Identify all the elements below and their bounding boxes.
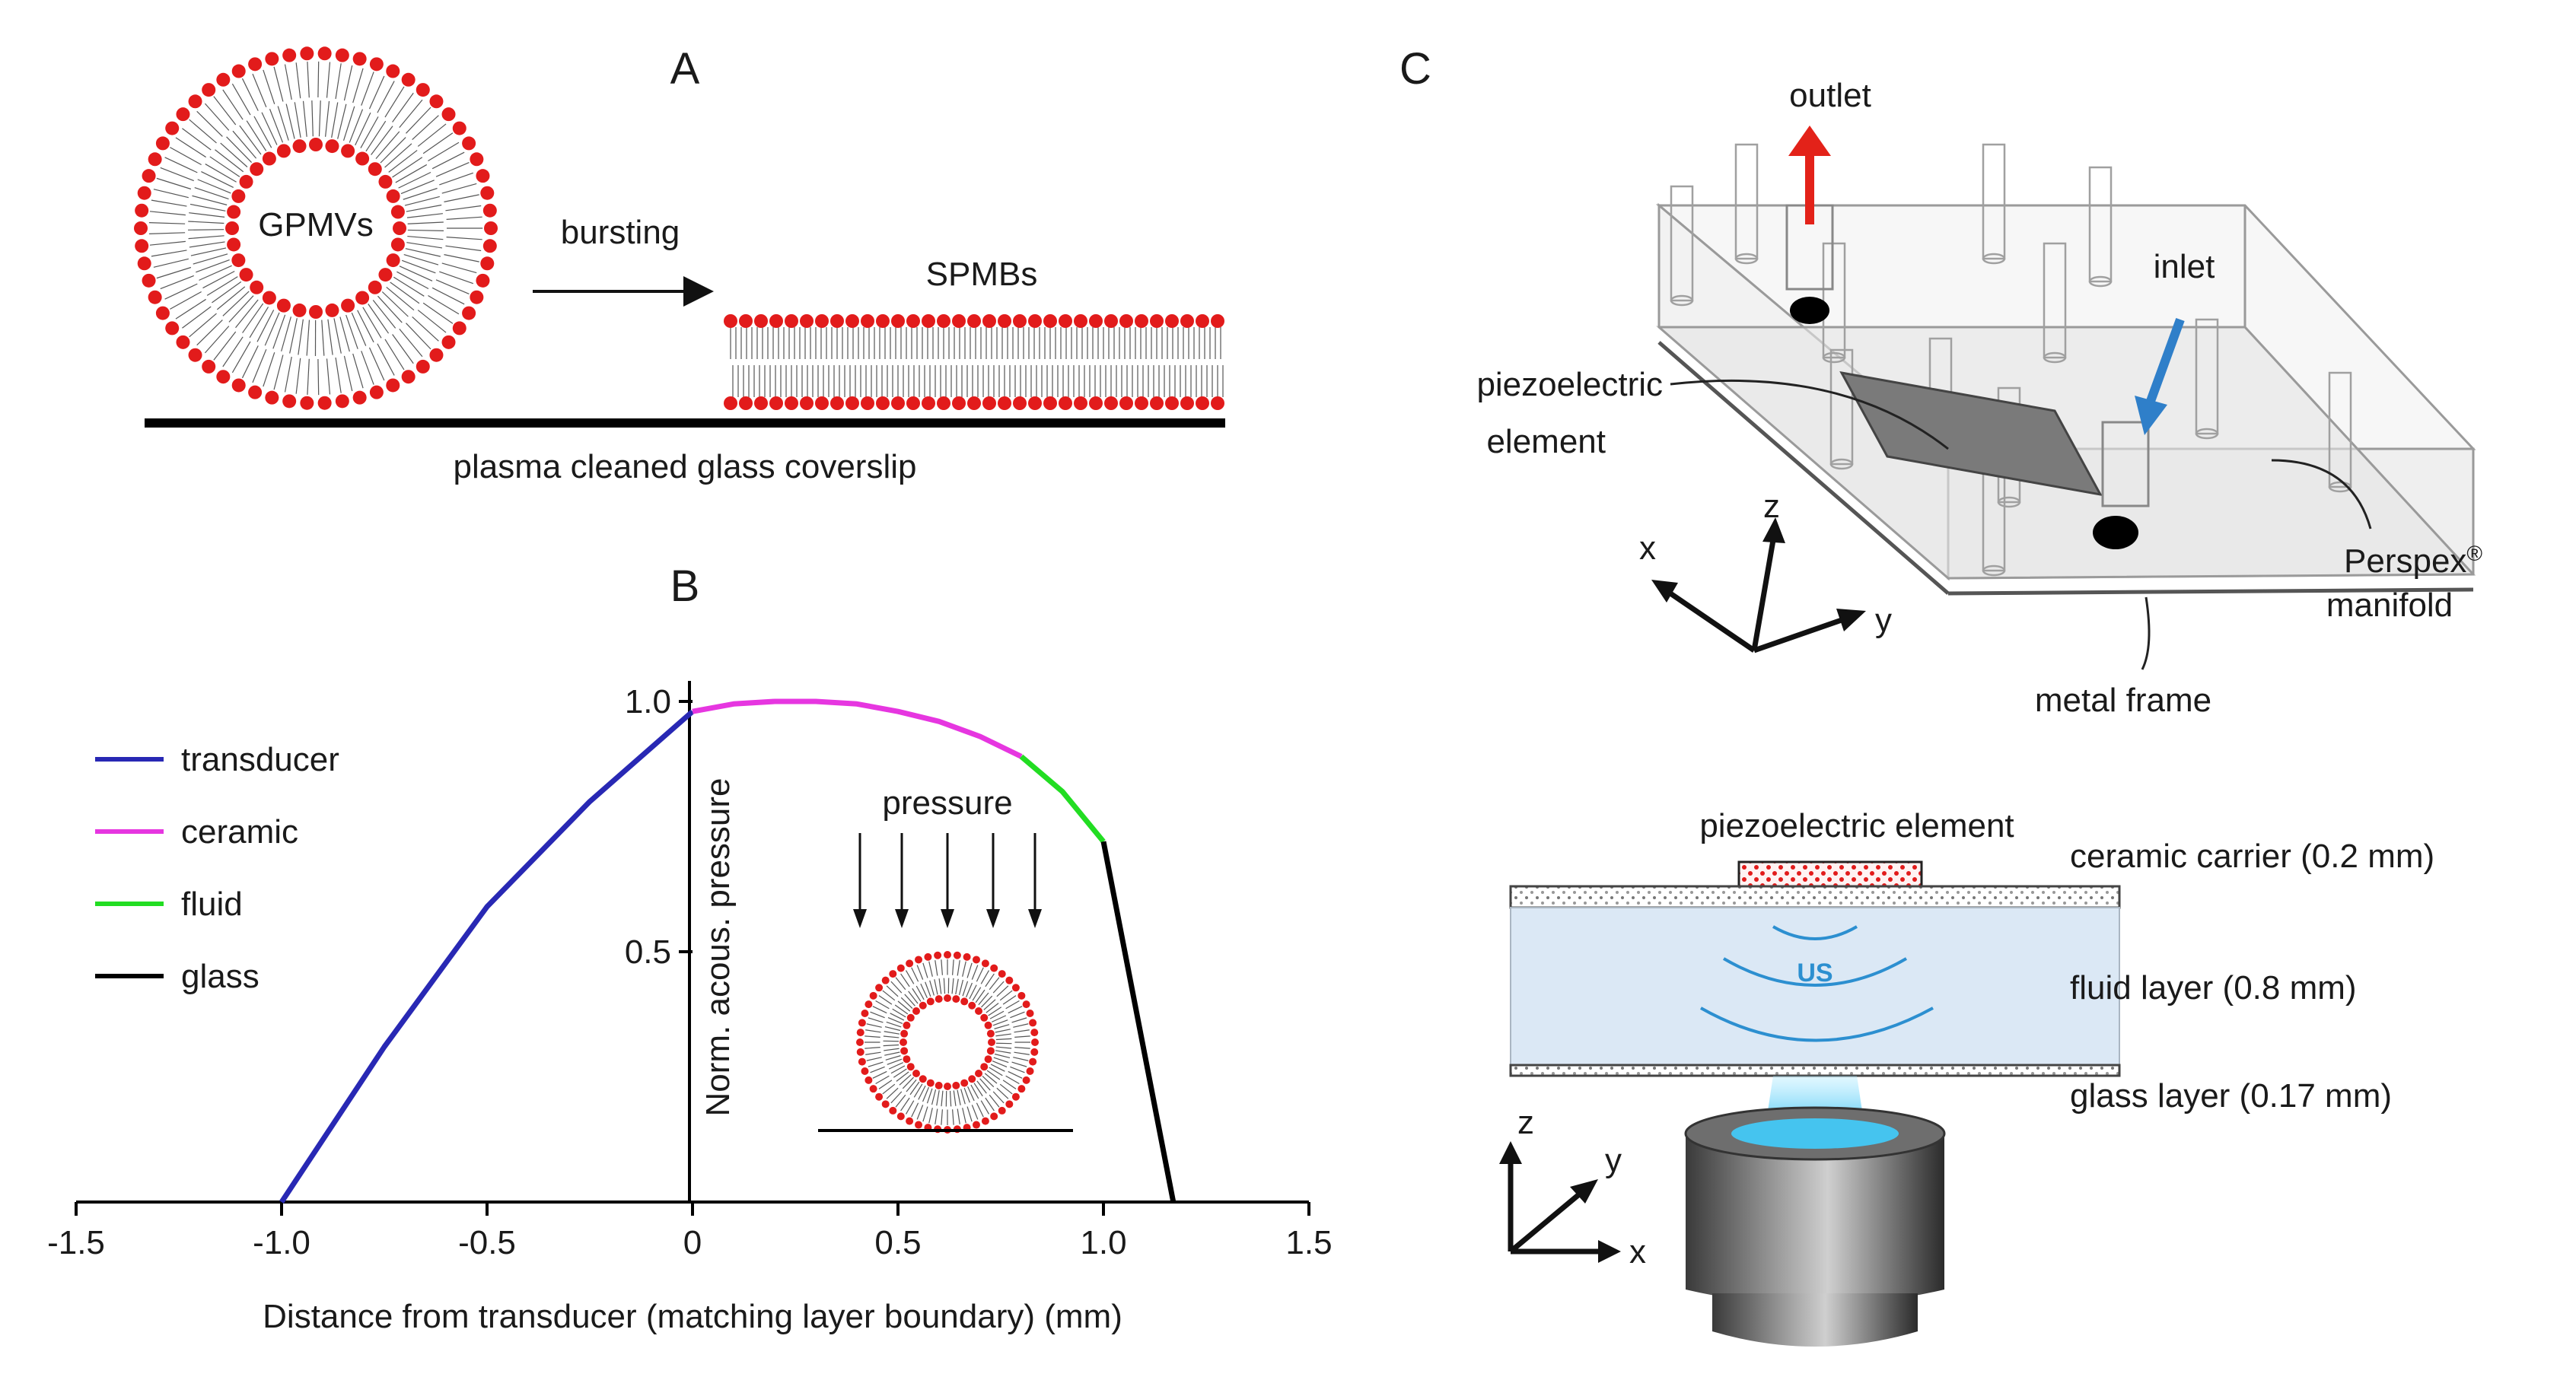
y-tick-label: 1.0: [625, 683, 671, 720]
legend-label-fluid: fluid: [181, 886, 243, 923]
x-tick-label: 1.0: [1080, 1224, 1126, 1261]
manifold-leader: [2271, 459, 2372, 529]
legend: transducer ceramic fluid glass: [95, 741, 339, 995]
inlet-label: inlet: [2154, 248, 2215, 285]
inset-vesicle: [856, 951, 1039, 1134]
legend-label-glass: glass: [181, 958, 260, 995]
axis2d-x-label: x: [1629, 1233, 1646, 1270]
axes-2d: [1499, 1141, 1621, 1263]
frame-leader: [2141, 596, 2151, 670]
ceramic-carrier: [1509, 885, 2121, 909]
axis-z-label: z: [1763, 488, 1780, 525]
us-waves: [1700, 925, 1934, 1042]
gpmv-label: GPMVs: [258, 206, 374, 243]
glass-layer: [1509, 1064, 2121, 1077]
axis-x-label: x: [1639, 529, 1656, 567]
bursting-label: bursting: [561, 214, 680, 251]
inset-pressure-label: pressure: [882, 784, 1012, 822]
series-glass: [1100, 841, 1177, 1203]
piezo-label-line2: element: [1486, 423, 1606, 460]
inlet-port: [2093, 516, 2138, 549]
glass-label: glass layer (0.17 mm): [2070, 1077, 2392, 1115]
cross-piezo-label: piezoelectric element: [1699, 807, 2014, 844]
panel-a-letter: A: [670, 44, 700, 94]
series-lines: [279, 698, 1177, 1204]
piezo-label-line1: piezoelectric: [1476, 366, 1663, 403]
piezo-element-3d: [1839, 370, 2103, 497]
x-tick-label: 1.5: [1285, 1224, 1332, 1261]
y-ticks: 0.5 1.0: [625, 683, 693, 971]
axis-y-label: y: [1875, 602, 1892, 639]
manifold-label-line1: Perspex®: [2344, 542, 2482, 580]
x-tick-label: -0.5: [458, 1224, 516, 1261]
outlet-port: [1790, 297, 1829, 324]
piezo-leader: [1670, 379, 1949, 450]
series-fluid: [1019, 754, 1106, 844]
pressure-inset: pressure: [818, 784, 1073, 1134]
axes-3d: [1651, 517, 1866, 654]
legend-label-ceramic: ceramic: [181, 813, 298, 851]
panel-b: B -1.5 -1.0 -0.5 0 0.5 1.0 1.5 0.5 1.0 Distance…: [47, 561, 1333, 1335]
gpmv-vesicle: [134, 46, 498, 410]
panel-b-letter: B: [670, 561, 700, 611]
spmb-label: SPMBs: [926, 256, 1038, 293]
x-axis-label: Distance from transducer (matching layer…: [263, 1298, 1122, 1335]
x-tick-label: 0: [683, 1224, 702, 1261]
pressure-arrows: [853, 833, 1042, 928]
x-tick-label: -1.0: [253, 1224, 310, 1261]
x-tick-label: 0.5: [874, 1224, 921, 1261]
x-tick-label: -1.5: [47, 1224, 105, 1261]
manifold-3d: [1655, 143, 2476, 596]
axis2d-y-label: y: [1605, 1142, 1622, 1179]
legend-label-transducer: transducer: [181, 741, 339, 778]
x-ticks: -1.5 -1.0 -0.5 0 0.5 1.0 1.5: [47, 1202, 1333, 1261]
frame-label: metal frame: [2035, 682, 2211, 719]
manifold-label-line2: manifold: [2326, 587, 2453, 624]
panel-c-letter: C: [1399, 44, 1431, 94]
fluid-label: fluid layer (0.8 mm): [2070, 969, 2357, 1007]
pressure-chart: -1.5 -1.0 -0.5 0 0.5 1.0 1.5 0.5 1.0 Distance f…: [47, 681, 1333, 1335]
panel-a: A GPMVs bursting SPMBs plasma cleaned gl…: [134, 44, 1225, 485]
metal-frame: [1947, 587, 2474, 596]
spmb-bilayer: [724, 314, 1224, 410]
outlet-label: outlet: [1789, 77, 1871, 114]
cross-section: piezoelectric element US ceramic carrier…: [1509, 807, 2434, 1115]
ceramic-label: ceramic carrier (0.2 mm): [2070, 838, 2434, 875]
us-label: US: [1797, 959, 1832, 987]
cross-piezo-element: [1737, 860, 1923, 888]
inlet-arrow: [2145, 317, 2185, 405]
axis2d-z-label: z: [1517, 1104, 1534, 1141]
objective-front-lens: [1731, 1118, 1899, 1149]
coverslip-label: plasma cleaned glass coverslip: [454, 448, 917, 485]
inlet-tube: [2101, 421, 2150, 507]
panel-c: C outlet inlet piezoelectric element: [1399, 44, 2482, 1347]
y-axis-label: Norm. acous. pressure: [699, 778, 737, 1116]
objective-lens: [1684, 1076, 1946, 1347]
y-tick-label: 0.5: [625, 933, 671, 971]
series-transducer: [279, 709, 695, 1204]
series-ceramic: [692, 698, 1023, 759]
